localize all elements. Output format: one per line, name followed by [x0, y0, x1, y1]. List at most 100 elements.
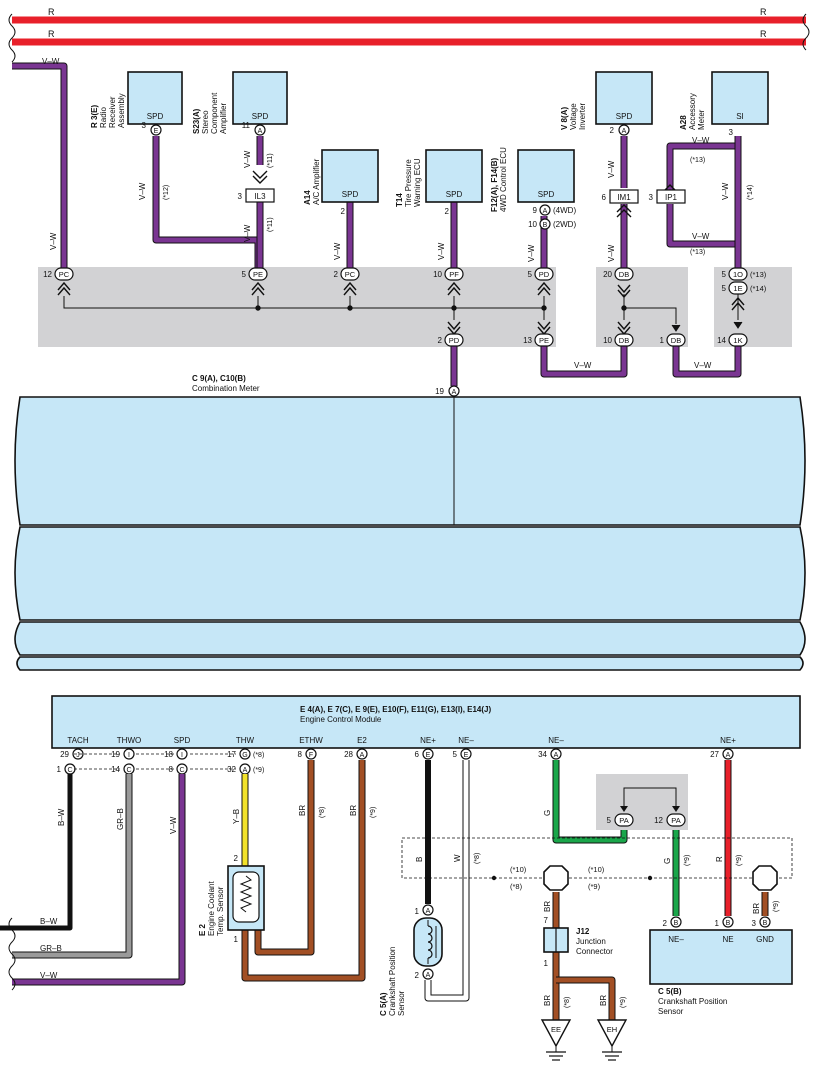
v8-name2: Inverter — [578, 103, 587, 130]
junction-pin: 10 — [603, 336, 612, 345]
lbl-br1-note: (*8) — [319, 807, 326, 818]
ground-eh: EH — [596, 1019, 628, 1061]
junction-pe-5: 5 PE — [242, 267, 268, 296]
ecm-pin-number: 19 — [111, 750, 120, 759]
j12-pin-top: 7 — [544, 916, 549, 925]
junction-pd-2: 2 PD — [438, 321, 464, 347]
v8-im-pin: 6 — [602, 193, 607, 202]
left-vw-label-2: V–W — [49, 232, 58, 250]
e2-name2: Temp. Sensor — [216, 886, 225, 936]
left-vw-label: V–W — [42, 57, 60, 66]
junction-id: PE — [539, 336, 549, 345]
junction-1o-5: 5 1O (*13) — [722, 267, 767, 281]
f12-pin-a: 9 — [533, 206, 538, 215]
a28-pin: 3 — [729, 128, 734, 137]
f12-note-b: (2WD) — [553, 220, 576, 229]
ecm-terminal-label: NE– — [458, 736, 474, 745]
c5b-conn-2: B — [726, 920, 731, 927]
s23-code: S23(A) — [192, 108, 201, 134]
junction-pc-12: 12 PC — [43, 267, 74, 296]
junction-pin: 1 — [660, 336, 665, 345]
r3-conn: E — [154, 128, 159, 135]
junction-pin: 10 — [433, 270, 442, 279]
note-10a: (*10) — [510, 865, 527, 874]
a28-code: A28 — [679, 115, 688, 130]
t14-wire: V–W — [437, 242, 446, 260]
junction-id: PE — [253, 270, 263, 279]
c5b-conn-3: B — [763, 920, 768, 927]
j12-connector: 7 1 J12 Junction Connector — [543, 916, 613, 968]
c5b-term-2: NE — [722, 935, 733, 944]
c5a-name2: Sensor — [397, 990, 406, 1016]
j12-name1: Junction — [576, 937, 606, 946]
ecm-pin-code: C — [67, 767, 72, 774]
junction-id: PD — [449, 336, 460, 345]
junction-id: DB — [619, 336, 629, 345]
c5a-code: C 5(A) — [379, 992, 388, 1016]
v8-pin: 2 — [610, 126, 615, 135]
ecm-pin-code: A — [243, 767, 248, 774]
lbl-br4: BR — [543, 901, 552, 912]
c5b-term-1: NE– — [668, 935, 684, 944]
ecm-pin-number: 27 — [710, 750, 719, 759]
ecm-terminal-label: ETHW — [299, 736, 323, 745]
e2-sensor: 2 1 E 2 Engine Coolant Temp. Sensor — [198, 854, 265, 944]
lbl-br3: BR — [752, 903, 761, 914]
lbl-w-note: (*8) — [474, 853, 481, 864]
j12-code: J12 — [576, 927, 590, 936]
c5a-pin-top: 1 — [415, 907, 420, 916]
s23-name1: Stereo — [201, 110, 210, 134]
junction-pin: 5 — [722, 270, 727, 279]
s23-conn: A — [258, 128, 263, 135]
ecm-pin-connector — [72, 748, 84, 760]
lower-wires — [0, 760, 769, 1020]
a28-name2: Meter — [697, 109, 706, 130]
c5b-conn-1: B — [674, 920, 679, 927]
combo-pin: 19 — [435, 387, 444, 396]
lbl-g2: G — [663, 858, 672, 864]
c5a-conn-bot: A — [426, 972, 431, 979]
junction-id: PC — [59, 270, 70, 279]
a28-name1: Accessory — [688, 93, 697, 130]
f12-connector-a — [539, 204, 551, 216]
ecm-pin-code: A — [726, 752, 731, 759]
ecm-pin-connector — [305, 748, 317, 760]
junction-pin: 2 — [334, 270, 339, 279]
e2-pin-top: 2 — [234, 854, 239, 863]
junction-block-right — [714, 267, 792, 347]
junction-pin: 20 — [603, 270, 612, 279]
a28-wire-b: V–W — [692, 232, 710, 241]
t14-name1: Tire Pressure — [404, 159, 413, 207]
lower-break — [8, 917, 16, 991]
module-f12: SPD 9 A (4WD) 10 B (2WD) F12(A), F14(B) … — [490, 147, 576, 262]
t14-code: T14 — [395, 193, 404, 207]
f12-pin-b: 10 — [528, 220, 537, 229]
junction-pin: 14 — [717, 336, 726, 345]
c5b-name2: Sensor — [658, 1007, 684, 1016]
shield-octagons — [543, 865, 778, 891]
s23-il-pin: 3 — [238, 192, 243, 201]
v8-code: V 8(A) — [560, 107, 569, 130]
ecm-pin-connector — [356, 748, 368, 760]
junction-id: DB — [671, 336, 681, 345]
junction-db-10: 10 DB — [603, 321, 634, 347]
a28-wire-a: V–W — [692, 136, 710, 145]
pa-pin1: 5 — [607, 816, 612, 825]
lbl-br5: BR — [543, 995, 552, 1006]
ecm-pin-number: 8 — [169, 765, 174, 774]
ecm-name: Engine Control Module — [300, 715, 382, 724]
e2-code: E 2 — [198, 923, 207, 936]
lbl-yb: Y–B — [232, 809, 241, 824]
module-t14: SPD 2 T14 Tire Pressure Warning ECU V–W — [395, 149, 483, 260]
module-r3: SPD 3 E R 3(E) Radio Receiver Assembly V… — [90, 71, 183, 200]
ecm-code: E 4(A), E 7(C), E 9(E), E10(F), E11(G), … — [300, 705, 491, 714]
a14-wire: V–W — [333, 242, 342, 260]
ecm-pin-code: E — [426, 752, 431, 759]
ecm-pin-note: (*8) — [253, 752, 264, 759]
r3-name2: Receiver — [108, 96, 117, 128]
ecm-pin-number: 6 — [415, 750, 420, 759]
